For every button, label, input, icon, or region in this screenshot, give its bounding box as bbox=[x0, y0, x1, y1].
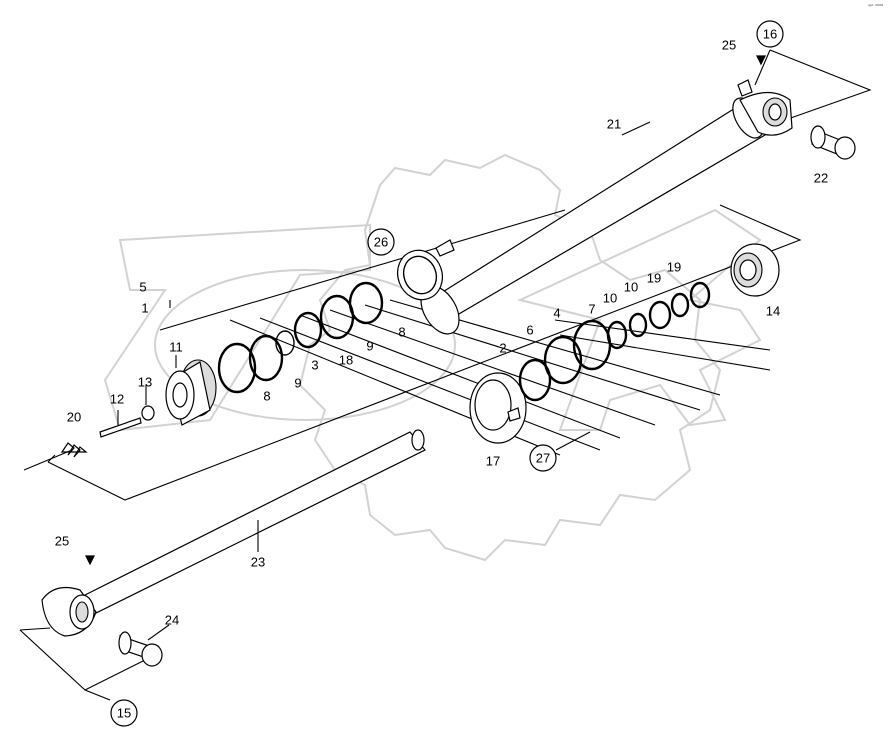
label-4: 4 bbox=[553, 306, 560, 321]
label-3: 3 bbox=[311, 358, 318, 373]
label-16: 16 bbox=[763, 27, 777, 42]
label-9-lower: 9 bbox=[294, 376, 301, 391]
callout-circle-16 bbox=[756, 20, 784, 48]
cylinder-barrel bbox=[420, 79, 793, 335]
label-27: 27 bbox=[536, 451, 550, 466]
label-14: 14 bbox=[766, 304, 780, 319]
seal-rings-left bbox=[217, 281, 384, 394]
callout-circle-27 bbox=[529, 444, 557, 472]
piston-11 bbox=[165, 359, 217, 426]
gland-ring-26 bbox=[397, 249, 443, 301]
watermark-logo bbox=[103, 153, 762, 562]
label-22: 22 bbox=[814, 171, 828, 186]
label-23: 23 bbox=[251, 555, 265, 570]
label-26: 26 bbox=[374, 235, 388, 250]
arrow-marker-bottom bbox=[85, 555, 95, 566]
callout-circle-15 bbox=[110, 699, 138, 727]
label-21: 21 bbox=[607, 117, 621, 132]
seal-rings-right bbox=[518, 281, 711, 402]
label-2: 2 bbox=[499, 341, 506, 356]
label-17: 17 bbox=[486, 454, 500, 469]
label-12: 12 bbox=[110, 392, 124, 407]
label-11: 11 bbox=[169, 340, 183, 355]
label-15: 15 bbox=[117, 706, 131, 721]
part-number-labels: 1 2 3 4 5 6 7 8 8 9 9 10 10 11 12 13 14 … bbox=[55, 27, 828, 721]
label-19-right: 19 bbox=[667, 260, 681, 275]
label-25-bottom: 25 bbox=[55, 534, 69, 549]
label-8-upper: 8 bbox=[398, 325, 405, 340]
callout-circle-26 bbox=[367, 228, 395, 256]
label-25-top: 25 bbox=[722, 38, 736, 53]
bushing-24 bbox=[118, 631, 163, 667]
small-parts bbox=[60, 300, 171, 458]
label-24: 24 bbox=[165, 613, 179, 628]
assembly-bracket-lines bbox=[19, 49, 872, 701]
arrow-marker-top bbox=[756, 55, 766, 66]
corner-mark: ᵃᵖᵗ ²⁰⁰⁸ bbox=[868, 4, 883, 10]
leader-lines bbox=[23, 121, 651, 641]
cylinder-head-14 bbox=[730, 243, 780, 297]
label-19-left: 19 bbox=[647, 271, 661, 286]
label-6: 6 bbox=[526, 323, 533, 338]
piston-rod bbox=[41, 429, 426, 637]
label-10-right: 10 bbox=[624, 280, 638, 295]
gland-17 bbox=[469, 372, 527, 444]
label-5: 5 bbox=[139, 280, 146, 295]
label-8-lower: 8 bbox=[263, 389, 270, 404]
label-7: 7 bbox=[588, 302, 595, 317]
label-10-left: 10 bbox=[603, 291, 617, 306]
bushing-22 bbox=[810, 125, 856, 160]
label-13: 13 bbox=[138, 375, 152, 390]
label-20: 20 bbox=[67, 410, 81, 425]
label-1: 1 bbox=[141, 301, 148, 316]
label-9-upper: 9 bbox=[366, 339, 373, 354]
label-18: 18 bbox=[339, 353, 353, 368]
